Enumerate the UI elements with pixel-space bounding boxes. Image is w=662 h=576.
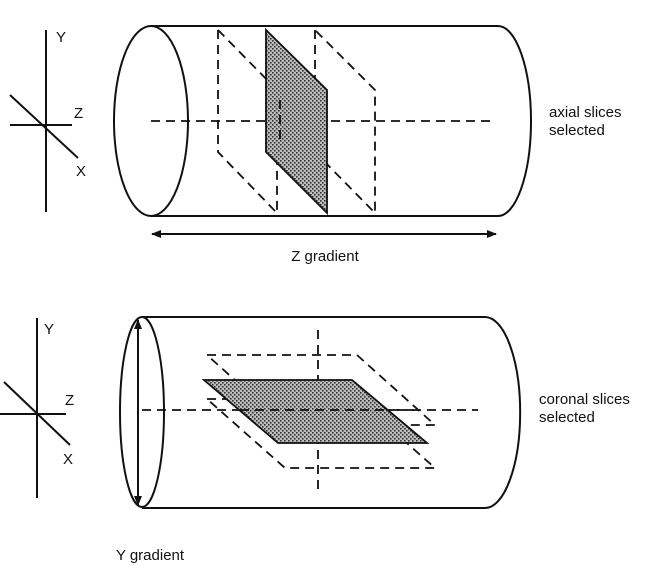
dashed-slice-front	[217, 27, 278, 216]
x-axis-label: X	[76, 163, 86, 180]
coronal-slices	[201, 354, 438, 469]
axial-label-line-1: axial slices	[549, 104, 622, 121]
dashed-slice-lower	[204, 398, 438, 469]
y-axis-label: Y	[56, 29, 66, 46]
coronal-label-line-2: selected	[539, 409, 595, 426]
axial-slices	[217, 27, 376, 216]
cylinder-back-face	[484, 316, 522, 509]
axial-label-line-2: selected	[549, 122, 605, 139]
z-axis-label: Z	[74, 105, 83, 122]
axial-panel: Y Z X Z gradient axial slices selected	[9, 25, 622, 265]
x-axis-line	[9, 94, 79, 159]
z-axis-label: Z	[65, 392, 74, 409]
selected-coronal-slice	[201, 379, 430, 444]
x-axis-line	[3, 381, 71, 446]
axis-glyph-coronal: Y Z X	[0, 318, 74, 498]
x-axis-label: X	[63, 451, 73, 468]
cylinder-back-face	[497, 25, 532, 217]
selected-axial-slice	[265, 27, 328, 216]
z-gradient-label: Z gradient	[291, 248, 359, 265]
y-gradient-label: Y gradient	[116, 547, 185, 564]
coronal-label-line-1: coronal slices	[539, 391, 630, 408]
cylinder-front-face	[119, 316, 165, 508]
coronal-panel: Y Z X Y gradient coronal slices selected	[0, 316, 630, 564]
axis-glyph-axial: Y Z X	[9, 29, 86, 212]
y-axis-label: Y	[44, 321, 54, 338]
